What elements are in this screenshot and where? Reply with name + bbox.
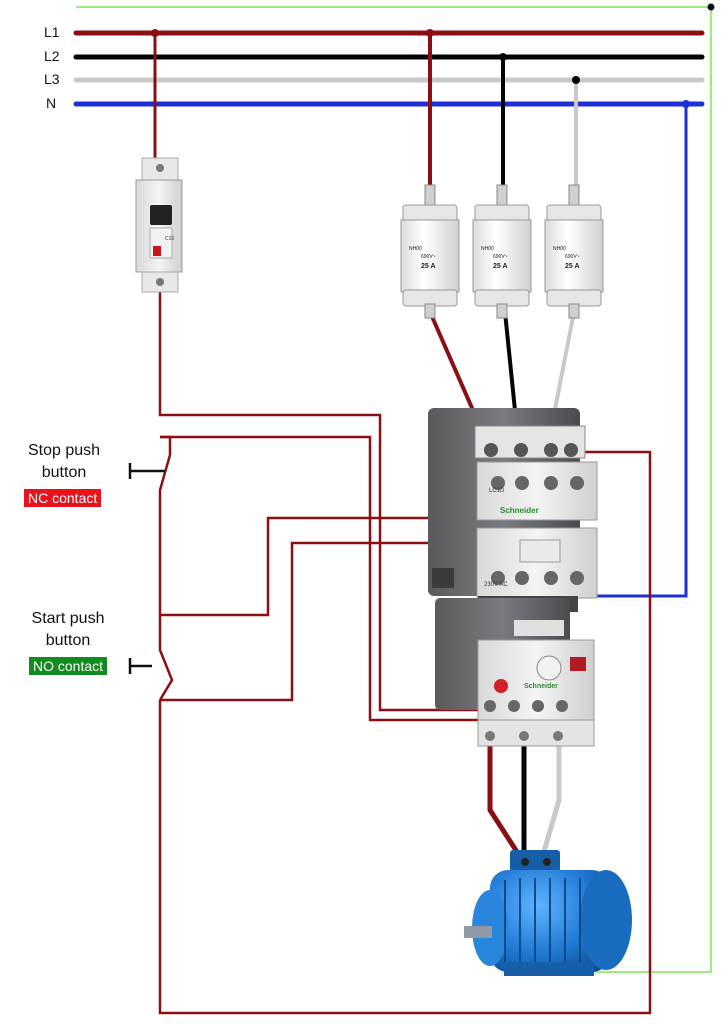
svg-text:C16: C16 bbox=[165, 236, 174, 242]
fuse-l2: NH00 690V~ 25 A bbox=[472, 184, 532, 319]
bus-label-l2: L2 bbox=[44, 48, 60, 64]
fuse-group: NH00 690V~ 25 A NH00 690V~ 25 A NH00 690V~ 25 A bbox=[400, 184, 604, 319]
svg-text:690V~: 690V~ bbox=[565, 254, 580, 260]
bus-bars bbox=[73, 30, 705, 107]
svg-text:Schneider: Schneider bbox=[524, 683, 558, 690]
svg-text:690V~: 690V~ bbox=[421, 254, 436, 260]
earth-wire bbox=[76, 3, 715, 973]
fuse-l1: NH00 690V~ 25 A bbox=[400, 184, 460, 319]
bus-label-l1: L1 bbox=[44, 24, 60, 40]
svg-text:LC1D: LC1D bbox=[489, 488, 505, 494]
circuit-breaker: C16 bbox=[135, 157, 183, 293]
overload-relay: Schneider bbox=[435, 598, 595, 747]
breaker-feed-wire bbox=[151, 29, 159, 158]
start-button-label: Start push button bbox=[31, 610, 105, 649]
pushbutton-actuators bbox=[128, 463, 165, 674]
svg-text:230V AC: 230V AC bbox=[484, 582, 508, 588]
bus-label-l3: L3 bbox=[44, 71, 60, 87]
svg-text:690V~: 690V~ bbox=[493, 254, 508, 260]
motor-wires bbox=[487, 742, 562, 857]
motor bbox=[464, 850, 632, 976]
svg-text:25 A: 25 A bbox=[565, 263, 580, 270]
svg-text:NH00: NH00 bbox=[409, 246, 422, 252]
svg-text:25 A: 25 A bbox=[421, 263, 436, 270]
fuse-l3: NH00 690V~ 25 A bbox=[544, 184, 604, 319]
stop-contact-badge: NC contact bbox=[24, 489, 102, 507]
svg-text:NH00: NH00 bbox=[553, 246, 566, 252]
stop-button-label: Stop push button bbox=[27, 442, 101, 481]
start-contact-badge: NO contact bbox=[29, 657, 108, 675]
fuse-feed-wires bbox=[426, 29, 580, 190]
neutral-return-wire bbox=[579, 100, 690, 598]
bus-label-n: N bbox=[46, 95, 57, 111]
svg-text:25 A: 25 A bbox=[493, 263, 508, 270]
svg-text:Schneider: Schneider bbox=[500, 506, 539, 515]
svg-text:NH00: NH00 bbox=[481, 246, 494, 252]
contactor: LC1D Schneider 230V AC bbox=[428, 408, 598, 612]
